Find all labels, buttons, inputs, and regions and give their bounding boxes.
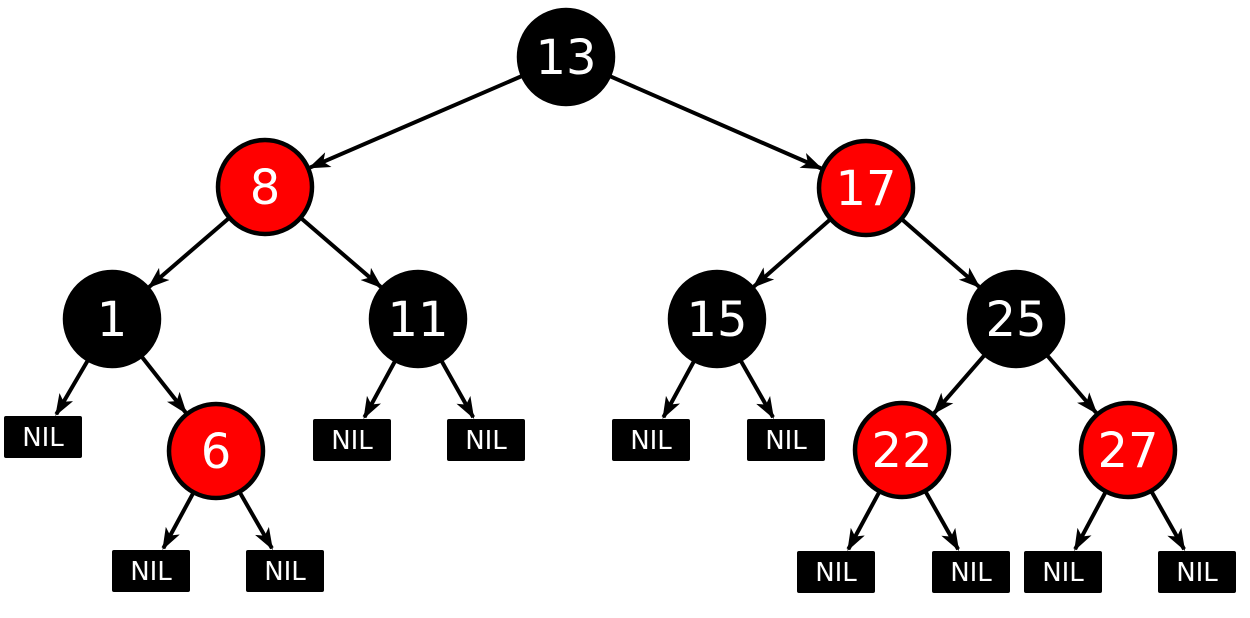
nil-leaf: NIL (112, 550, 190, 592)
tree-node-8: 8 (215, 137, 315, 237)
nil-leaf-label: NIL (950, 558, 992, 588)
edge-27-to-NIL (1073, 490, 1108, 551)
black-node-circle (667, 269, 767, 369)
red-node-circle (816, 138, 916, 238)
tree-node-11: 11 (368, 269, 468, 369)
edge-8-to-11 (299, 216, 383, 289)
nil-leaf-box (1024, 551, 1102, 593)
edge-8-to-1 (147, 216, 231, 289)
edge-1-to-6 (139, 354, 188, 415)
edge-17-to-25 (900, 217, 981, 289)
nil-leaf-box (4, 416, 82, 458)
edge-17-to-15 (752, 217, 833, 289)
nil-leaf-label: NIL (465, 426, 507, 456)
nil-leaf: NIL (447, 419, 525, 461)
edge-6-to-NIL (161, 491, 196, 550)
tree-node-15: 15 (667, 269, 767, 369)
nil-leaf-label: NIL (1176, 558, 1218, 588)
edge-27-to-NIL (1149, 489, 1186, 552)
nil-leaf-box (112, 550, 190, 592)
edge-22-to-NIL (923, 489, 960, 552)
edge-6-to-NIL (237, 490, 274, 550)
nil-leaf: NIL (246, 550, 324, 592)
edge-11-to-NIL (439, 358, 475, 420)
edge-15-to-NIL (661, 359, 697, 419)
edge-25-to-22 (932, 353, 987, 415)
nil-leaf: NIL (313, 419, 391, 461)
nil-leaf: NIL (1158, 551, 1236, 593)
nil-leaf-label: NIL (130, 557, 172, 587)
black-node-circle (966, 269, 1066, 369)
nil-leaf: NIL (612, 419, 690, 461)
nil-leaf: NIL (797, 551, 875, 593)
edges-layer (54, 73, 1186, 552)
edge-22-to-NIL (846, 490, 882, 551)
edge-11-to-NIL (362, 359, 398, 419)
nil-leaf-box (747, 419, 825, 461)
nil-leaf-label: NIL (22, 423, 64, 453)
nil-leaf-box (612, 419, 690, 461)
nil-leaf-label: NIL (264, 557, 306, 587)
node-value-label: 27 (1097, 423, 1158, 479)
nil-leaf-box (447, 419, 525, 461)
red-node-circle (1078, 400, 1178, 500)
node-value-label: 11 (387, 292, 448, 348)
edge-13-to-17 (608, 73, 823, 171)
node-value-label: 1 (97, 292, 128, 348)
node-value-label: 25 (985, 292, 1046, 348)
nil-leaf-box (1158, 551, 1236, 593)
black-node-circle (516, 7, 616, 107)
nil-leaf-label: NIL (1042, 558, 1084, 588)
node-value-label: 15 (686, 292, 747, 348)
node-value-label: 6 (201, 424, 232, 480)
black-node-circle (62, 269, 162, 369)
edge-13-to-8 (308, 73, 524, 170)
edge-15-to-NIL (738, 358, 775, 420)
nil-leaf-label: NIL (331, 426, 373, 456)
edge-25-to-27 (1045, 353, 1098, 415)
tree-node-22: 22 (852, 400, 952, 500)
nil-leaf-box (246, 550, 324, 592)
nil-leaf-box (932, 551, 1010, 593)
tree-node-25: 25 (966, 269, 1066, 369)
tree-node-1: 1 (62, 269, 162, 369)
nil-leaf-box (797, 551, 875, 593)
edge-1-to-NIL (54, 358, 91, 416)
red-node-circle (166, 401, 266, 501)
black-node-circle (368, 269, 468, 369)
nil-leaf-box (313, 419, 391, 461)
node-value-label: 8 (250, 160, 281, 216)
tree-node-6: 6 (166, 401, 266, 501)
node-value-label: 17 (835, 161, 896, 217)
nil-leaf: NIL (1024, 551, 1102, 593)
nil-leaf-label: NIL (815, 558, 857, 588)
nil-leaf: NIL (932, 551, 1010, 593)
red-node-circle (215, 137, 315, 237)
tree-node-17: 17 (816, 138, 916, 238)
nil-leaf-label: NIL (765, 426, 807, 456)
red-node-circle (852, 400, 952, 500)
tree-node-13: 13 (516, 7, 616, 107)
node-value-label: 13 (535, 30, 596, 86)
nil-leaf: NIL (4, 416, 82, 458)
nil-leaf: NIL (747, 419, 825, 461)
tree-node-27: 27 (1078, 400, 1178, 500)
node-value-label: 22 (871, 423, 932, 479)
nil-leaf-label: NIL (630, 426, 672, 456)
